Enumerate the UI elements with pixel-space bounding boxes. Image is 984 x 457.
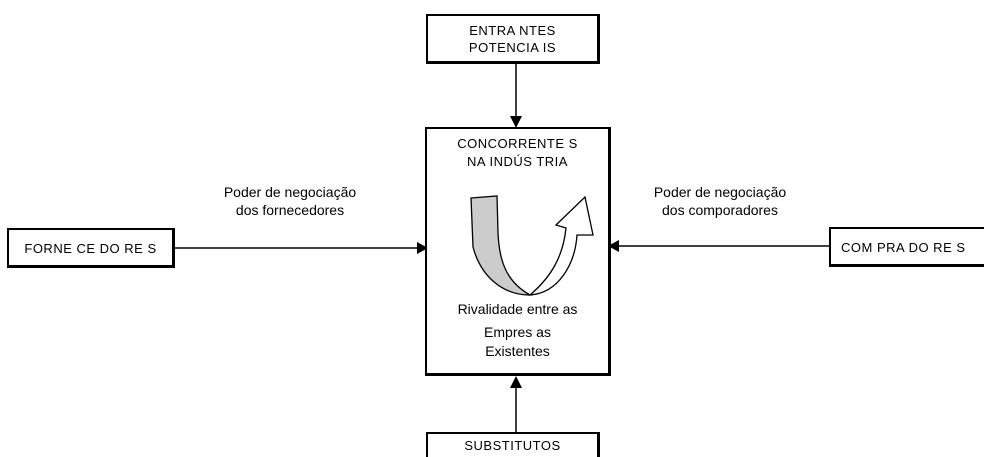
fornecedores-box: FORNE CE DO RE S: [7, 228, 175, 268]
compradores-box: COM PRA DO RE S: [829, 227, 984, 267]
arrow-top-head: [510, 116, 522, 128]
rivalry-gray-band: [470, 195, 533, 296]
entrantes-box: ENTRA NTES POTENCIA IS: [426, 14, 600, 64]
compradores-power-line2: dos comporadores: [662, 202, 778, 218]
entrantes-label-line1: ENTRA NTES: [469, 23, 556, 38]
concorrentes-title-line1: CONCORRENTE S: [457, 136, 578, 151]
rivalidade-caption-line1: Rivalidade entre as: [457, 301, 578, 317]
substitutos-label: SUBSTITUTOS: [464, 438, 561, 453]
fornecedores-power-line1: Poder de negociação: [223, 184, 357, 200]
arrow-left-head: [417, 242, 428, 254]
compradores-power-label: Poder de negociação dos comporadores: [620, 183, 820, 219]
rivalidade-caption-line2: Empres as: [484, 324, 551, 340]
fornecedores-label: FORNE CE DO RE S: [24, 241, 157, 256]
arrow-right-head: [608, 240, 619, 252]
concorrentes-box: CONCORRENTE S NA INDÚS TRIA Rivalidade e…: [425, 127, 611, 376]
concorrentes-title-line2: NA INDÚS TRIA: [467, 154, 568, 169]
fornecedores-power-label: Poder de negociação dos fornecedores: [190, 183, 390, 219]
fornecedores-power-line2: dos fornecedores: [235, 202, 345, 218]
compradores-label: COM PRA DO RE S: [841, 240, 966, 255]
rivalry-white-arrow: [528, 195, 594, 296]
substitutos-box: SUBSTITUTOS: [426, 432, 600, 457]
rivalry-uturn-graphic: [470, 195, 594, 296]
arrow-bottom-head: [510, 376, 522, 388]
entrantes-label-line2: POTENCIA IS: [468, 40, 557, 55]
rivalidade-caption-line3: Existentes: [485, 343, 550, 359]
compradores-power-line1: Poder de negociação: [653, 184, 787, 200]
